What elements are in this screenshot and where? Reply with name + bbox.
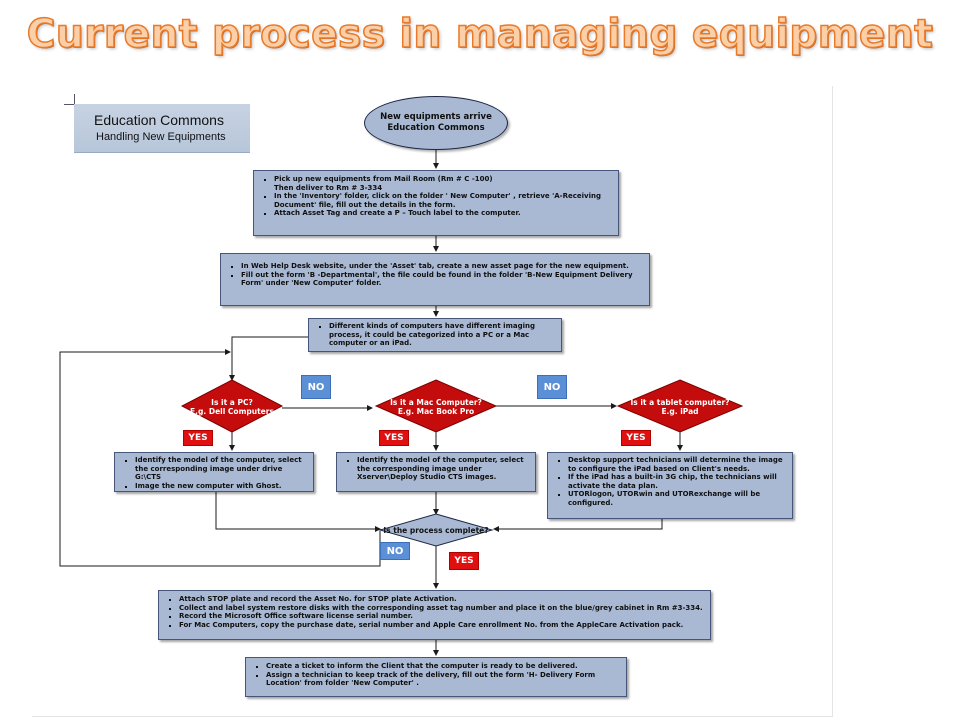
step-ipad-config-item: UTORlogon, UTORwin and UTORexchange will… <box>568 490 786 507</box>
decision-pc-diamond <box>180 379 284 433</box>
start-node-line2: Education Commons <box>387 123 485 133</box>
decision-complete-diamond <box>378 513 494 547</box>
arrow-ipad-to-complete <box>493 519 663 532</box>
step-pc-imaging: Identify the model of the computer, sele… <box>114 452 314 492</box>
step-pickup: Pick up new equipments from Mail Room (R… <box>253 170 619 236</box>
step-helpdesk-item: Fill out the form 'B -Departmental', the… <box>241 271 643 288</box>
decision-tablet-line2: E.g. iPad <box>661 407 699 416</box>
yes-badge: YES <box>449 552 479 570</box>
decision-mac-diamond <box>374 379 498 433</box>
page-title: Current process in managing equipment <box>26 11 934 58</box>
step-ipad-config-item: If the iPad has a built-in 3G chip, the … <box>568 473 786 490</box>
step-finalize-item: Attach STOP plate and record the Asset N… <box>179 595 704 604</box>
step-deliver: Create a ticket to inform the Client tha… <box>245 657 627 697</box>
decision-mac-line1: Is it a Mac Computer? <box>390 398 482 407</box>
step-helpdesk-item: In Web Help Desk website, under the 'Ass… <box>241 262 643 271</box>
step-finalize-item: For Mac Computers, copy the purchase dat… <box>179 621 704 630</box>
start-node: New equipments arrive Education Commons <box>364 96 508 150</box>
step-mac-imaging: Identify the model of the computer, sele… <box>336 452 536 492</box>
step-helpdesk: In Web Help Desk website, under the 'Ass… <box>220 253 650 306</box>
yes-badge: YES <box>621 430 651 446</box>
step-pickup-item: Pick up new equipments from Mail Room (R… <box>274 175 612 192</box>
step-imaging-item: Different kinds of computers have differ… <box>329 322 555 348</box>
decision-pc: Is it a PC? E.g. Dell Computers <box>182 398 282 416</box>
no-badge: NO <box>301 375 331 399</box>
step-ipad-config-item: Desktop support technicians will determi… <box>568 456 786 473</box>
decision-mac-line2: E.g. Mac Book Pro <box>397 407 475 416</box>
step-finalize-item: Collect and label system restore disks w… <box>179 604 704 613</box>
arrow-pc-to-complete <box>215 492 381 532</box>
decision-tablet: Is it a tablet computer? E.g. iPad <box>618 398 742 416</box>
decision-mac: Is it a Mac Computer? E.g. Mac Book Pro <box>376 398 496 416</box>
diagram-header-title: Education Commons <box>94 112 224 128</box>
step-finalize-item: Record the Microsoft Office software lic… <box>179 612 704 621</box>
step-pc-imaging-item: Image the new computer with Ghost. <box>135 482 307 491</box>
arrow-imaging-to-pc <box>229 336 308 381</box>
yes-badge: YES <box>379 430 409 446</box>
step-pickup-item: In the 'Inventory' folder, click on the … <box>274 192 612 209</box>
diagram-header-subtitle: Handling New Equipments <box>96 131 226 143</box>
step-finalize: Attach STOP plate and record the Asset N… <box>158 590 711 640</box>
step-deliver-item: Create a ticket to inform the Client tha… <box>266 662 620 671</box>
decision-tablet-line1: Is it a tablet computer? <box>630 398 730 407</box>
step-pc-imaging-item: Identify the model of the computer, sele… <box>135 456 307 482</box>
step-deliver-item: Assign a technician to keep track of the… <box>266 671 620 688</box>
decision-complete-line1: Is the process complete? <box>383 526 489 535</box>
no-badge: NO <box>537 375 567 399</box>
yes-badge: YES <box>183 430 213 446</box>
no-badge: NO <box>380 542 410 560</box>
step-pickup-item: Attach Asset Tag and create a P – Touch … <box>274 209 612 218</box>
decision-complete: Is the process complete? <box>380 526 492 535</box>
step-mac-imaging-item: Identify the model of the computer, sele… <box>357 456 529 482</box>
decision-pc-line2: E.g. Dell Computers <box>190 407 274 416</box>
step-imaging: Different kinds of computers have differ… <box>308 318 562 352</box>
diagram-header: Education Commons Handling New Equipment… <box>74 104 250 153</box>
step-ipad-config: Desktop support technicians will determi… <box>547 452 793 519</box>
start-node-line1: New equipments arrive <box>380 112 492 122</box>
decision-tablet-diamond <box>616 379 744 433</box>
decision-pc-line1: Is it a PC? <box>211 398 253 407</box>
